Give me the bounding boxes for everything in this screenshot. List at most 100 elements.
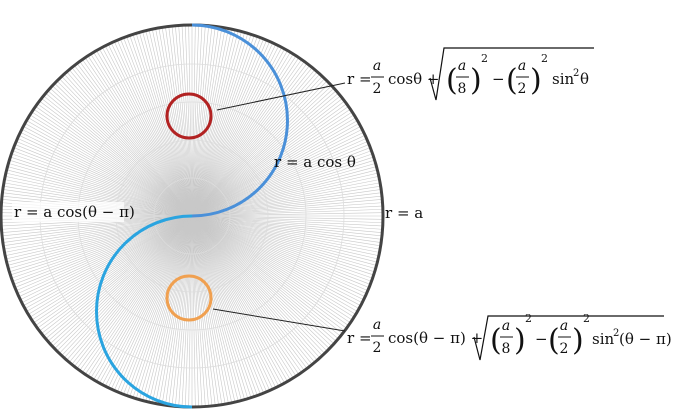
polar-ray: [52, 86, 193, 217]
polar-ray: [74, 66, 193, 217]
polar-ray: [191, 83, 329, 217]
polar-ray: [19, 135, 193, 217]
polar-ray: [82, 215, 193, 372]
polar-ray: [191, 46, 279, 217]
polar-ray: [133, 35, 193, 217]
polar-ray: [191, 215, 382, 230]
polar-ray: [161, 215, 193, 404]
polar-ray: [46, 93, 193, 217]
polar-ray: [191, 109, 350, 217]
polar-ray: [191, 215, 357, 312]
polar-ray: [191, 215, 332, 346]
polar-ray: [165, 215, 193, 405]
polar-ray: [55, 83, 193, 217]
polar-ray: [69, 215, 193, 362]
polar-ray: [7, 169, 193, 217]
polar-ray: [129, 215, 193, 396]
polar-ray: [191, 36, 255, 217]
polar-ray: [191, 215, 369, 288]
svg-text:r =: r =: [347, 329, 372, 347]
polar-ray: [191, 215, 329, 349]
polar-ray: [191, 215, 366, 294]
polar-ray: [6, 215, 193, 260]
svg-text:a: a: [373, 317, 381, 333]
polar-ray: [191, 215, 371, 282]
svg-text:r =: r =: [347, 70, 372, 88]
polar-ray: [191, 33, 245, 217]
polar-ray: [191, 215, 299, 374]
polar-ray: [191, 215, 267, 392]
polar-ray: [191, 26, 203, 217]
polar-ray: [32, 215, 193, 320]
polar-ring: [153, 177, 231, 255]
polar-ray: [191, 215, 239, 401]
polar-ray: [12, 153, 193, 217]
polar-ray: [191, 215, 338, 339]
polar-ray: [191, 215, 344, 331]
svg-text:2: 2: [525, 312, 532, 325]
polar-ray: [191, 172, 378, 217]
polar-ray: [191, 215, 359, 309]
svg-text:a: a: [373, 58, 381, 74]
polar-ray: [191, 199, 382, 217]
svg-text:a: a: [458, 58, 466, 74]
polar-ray: [32, 112, 193, 217]
polar-ray: [105, 215, 193, 386]
polar-ray: [168, 27, 193, 217]
paren-close-3: ): [514, 323, 526, 358]
polar-ray: [99, 49, 193, 217]
polar-ray: [191, 215, 242, 400]
polar-ray: [34, 109, 193, 217]
polar-ray: [191, 106, 348, 217]
polar-ray: [191, 76, 322, 217]
svg-text:a: a: [518, 58, 526, 74]
polar-ray: [191, 215, 288, 381]
polar-ray: [5, 179, 193, 217]
polar-ray: [191, 215, 373, 275]
polar-ray: [191, 166, 376, 217]
polar-ray: [123, 38, 193, 217]
paren-close-4: ): [572, 323, 584, 358]
polar-ray: [48, 215, 193, 341]
polar-ray: [191, 169, 377, 217]
polar-ray: [24, 126, 193, 217]
polar-ray: [22, 129, 193, 217]
polar-ray: [10, 160, 193, 217]
polar-ray: [126, 37, 193, 217]
upper-leader-line: [216, 82, 346, 111]
polar-ray: [175, 26, 193, 217]
polar-ray: [191, 42, 270, 217]
polar-ray: [191, 215, 336, 341]
polar-ray: [158, 28, 193, 217]
polar-ray: [40, 215, 193, 331]
polar-ray: [11, 215, 193, 275]
polar-ray: [191, 163, 375, 217]
polar-ray: [40, 101, 193, 217]
polar-ray: [191, 56, 296, 217]
polar-ray: [117, 215, 193, 392]
polar-ray: [46, 215, 193, 339]
formula-upper-circle: r = a 2 cosθ + ( a 8 ) 2 − ( a 2 ) 2 sin…: [347, 47, 594, 101]
polar-ray: [181, 26, 193, 217]
polar-ray: [191, 215, 322, 356]
paren-open-4: (: [548, 323, 560, 358]
polar-ray: [67, 72, 193, 217]
polar-ray: [191, 215, 279, 386]
polar-ray: [191, 215, 356, 315]
polar-ray: [191, 117, 356, 217]
polar-ray: [191, 157, 373, 217]
polar-ray: [191, 215, 196, 406]
polar-ray: [102, 48, 193, 217]
polar-ray: [59, 79, 193, 217]
polar-ray: [21, 132, 193, 217]
polar-ray: [12, 215, 193, 279]
polar-ray: [165, 27, 193, 217]
polar-ray: [96, 215, 193, 381]
svg-text:2: 2: [481, 52, 488, 65]
polar-ray: [8, 166, 193, 217]
polar-ray: [120, 39, 193, 217]
polar-ray: [88, 215, 193, 376]
svg-text:−: −: [535, 330, 548, 348]
polar-ray: [18, 215, 193, 294]
polar-ray: [28, 215, 193, 315]
